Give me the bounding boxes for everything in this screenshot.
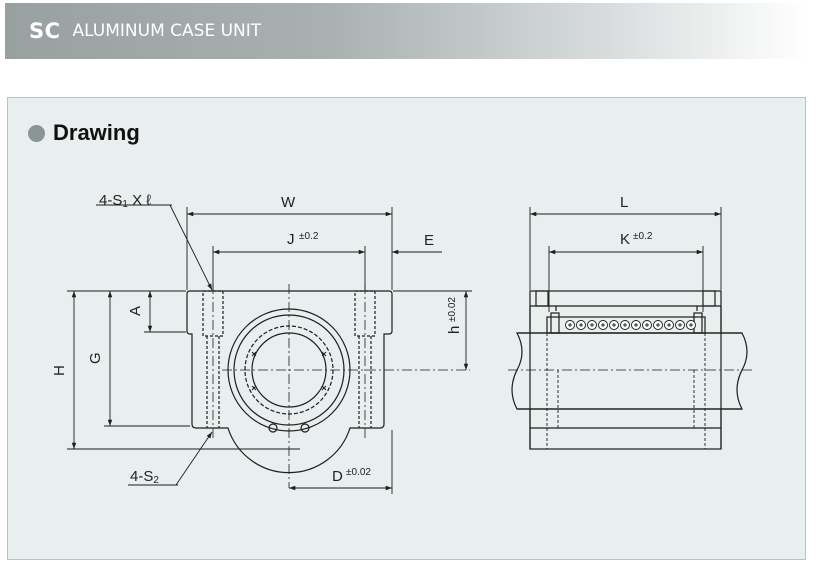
section-title: Drawing xyxy=(53,120,140,145)
callout-s1: 4-S1 X ℓ xyxy=(99,192,151,210)
ball-row xyxy=(565,320,696,330)
front-view xyxy=(186,284,470,488)
dim-d-label: D xyxy=(332,468,343,485)
front-labels: 4-S1 X ℓ W J ±0.2 E A G H h ±0.02 D ±0.0… xyxy=(51,192,463,486)
dim-l-label: L xyxy=(620,194,628,211)
dim-a-label: A xyxy=(127,306,144,316)
dim-h-tolerance: ±0.02 xyxy=(447,297,458,322)
dim-j-tolerance: ±0.2 xyxy=(299,231,319,242)
housing-outline xyxy=(186,290,393,474)
dim-w-label: W xyxy=(281,194,296,211)
bullet-icon xyxy=(28,124,45,142)
side-labels: L K ±0.2 xyxy=(620,194,653,248)
product-title: ALUMINUM CASE UNIT xyxy=(72,21,262,41)
dim-h-lower-label: h xyxy=(446,326,463,334)
bearing-cage xyxy=(546,316,706,334)
section-header: Drawing xyxy=(28,120,140,146)
dim-g-label: G xyxy=(87,352,104,364)
series-code: SC xyxy=(29,19,61,43)
dim-d-tolerance: ±0.02 xyxy=(346,467,371,478)
dim-k-label: K xyxy=(620,231,630,248)
side-dimensions xyxy=(529,207,722,312)
dim-e-label: E xyxy=(424,232,434,249)
dim-k-tolerance: ±0.2 xyxy=(633,231,653,242)
dim-j-label: J xyxy=(287,231,295,248)
side-view xyxy=(508,290,752,450)
callout-s2: 4-S2 xyxy=(130,468,159,486)
header-banner: SC ALUMINUM CASE UNIT xyxy=(5,3,807,59)
dim-h-upper-label: H xyxy=(51,365,68,376)
front-dimensions xyxy=(67,204,472,494)
grease-hole-right xyxy=(300,423,310,433)
grease-hole-left xyxy=(268,423,278,433)
